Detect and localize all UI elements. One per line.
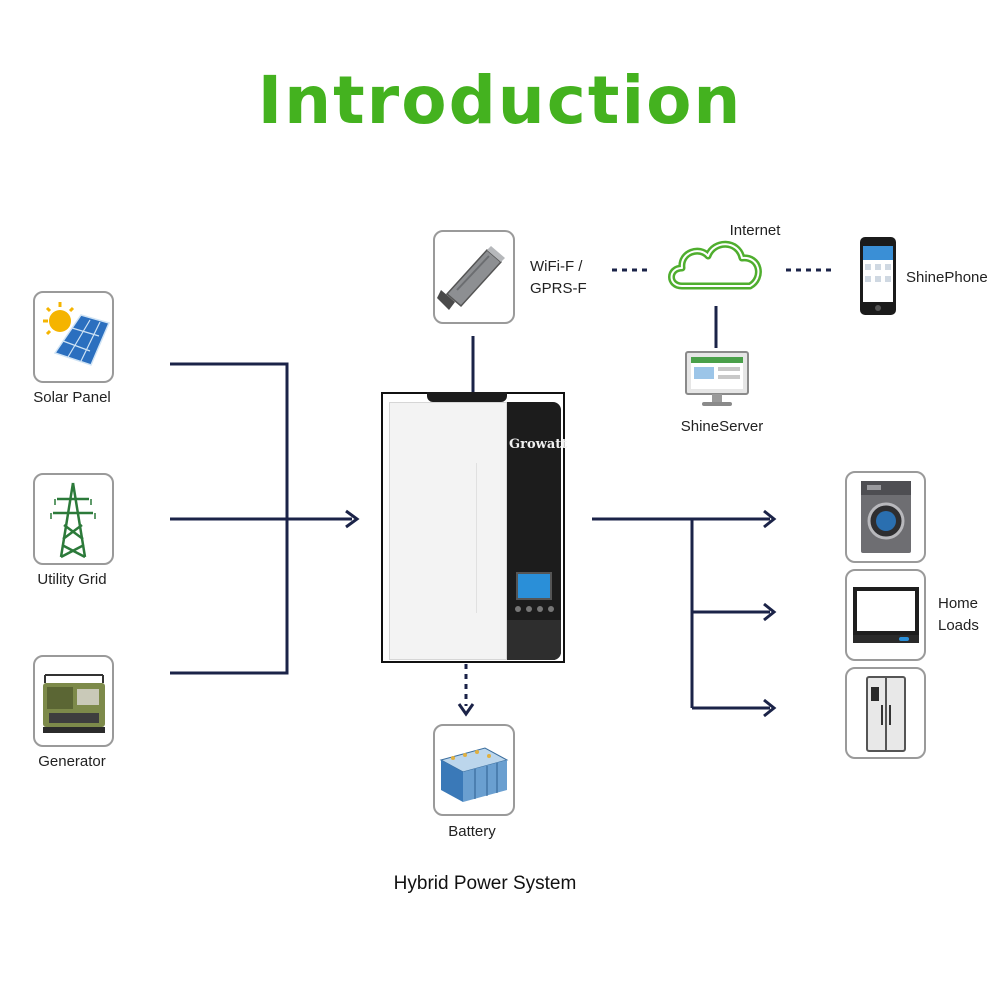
transmission-tower-icon (50, 482, 96, 559)
load-tv-box (845, 569, 926, 661)
solar-panel-box (33, 291, 114, 383)
monitor-icon (685, 351, 749, 406)
diagram-caption: Hybrid Power System (393, 873, 577, 894)
body-seam (476, 463, 477, 613)
inverter-frame: Growatt (381, 392, 567, 663)
wifi-label-line2: GPRS-F (530, 280, 587, 297)
inverter-brand: Growatt (509, 437, 568, 452)
inverter-bottom-panel (507, 620, 561, 660)
home-loads-label-line1: Home (938, 595, 979, 612)
solar-panel-icon (43, 302, 111, 366)
generator-box (33, 655, 114, 747)
inverter-buttons (515, 606, 555, 612)
page-title: Introduction (257, 62, 743, 139)
grid-arrowhead (345, 509, 360, 529)
solar-panel-label: Solar Panel (33, 389, 111, 406)
inverter-top-handle (427, 392, 507, 402)
inverter-lcd-screen (516, 572, 552, 600)
battery-arrowhead (457, 703, 475, 717)
inverter-control-panel: Growatt (507, 402, 567, 660)
wifi-dongle-icon (437, 246, 505, 310)
smartphone-icon (860, 237, 896, 315)
phone-label: ShinePhone (906, 269, 988, 286)
home-loads-label-line2: Loads (938, 617, 979, 634)
wifi-label-line1: WiFi-F / (530, 258, 583, 275)
utility-grid-label: Utility Grid (37, 571, 107, 588)
battery-box (433, 724, 515, 816)
wifi-box (433, 230, 515, 324)
washing-machine-icon (861, 481, 911, 553)
load-arrowhead-1 (763, 509, 777, 529)
television-icon (853, 587, 919, 643)
loads-bus-line (592, 517, 770, 710)
load-fridge-box (845, 667, 926, 759)
battery-label: Battery (448, 823, 496, 840)
battery-pack-icon (439, 747, 509, 802)
load-washer-box (845, 471, 926, 563)
refrigerator-icon (866, 676, 906, 752)
server-label: ShineServer (680, 418, 764, 435)
inverter-body (389, 402, 507, 660)
generator-icon (43, 674, 105, 733)
cloud-icon (668, 240, 762, 290)
utility-grid-box (33, 473, 114, 565)
load-arrowhead-3 (763, 698, 777, 718)
load-arrowhead-2 (763, 602, 777, 622)
internet-label: Internet (729, 222, 781, 239)
generator-label: Generator (38, 753, 106, 770)
